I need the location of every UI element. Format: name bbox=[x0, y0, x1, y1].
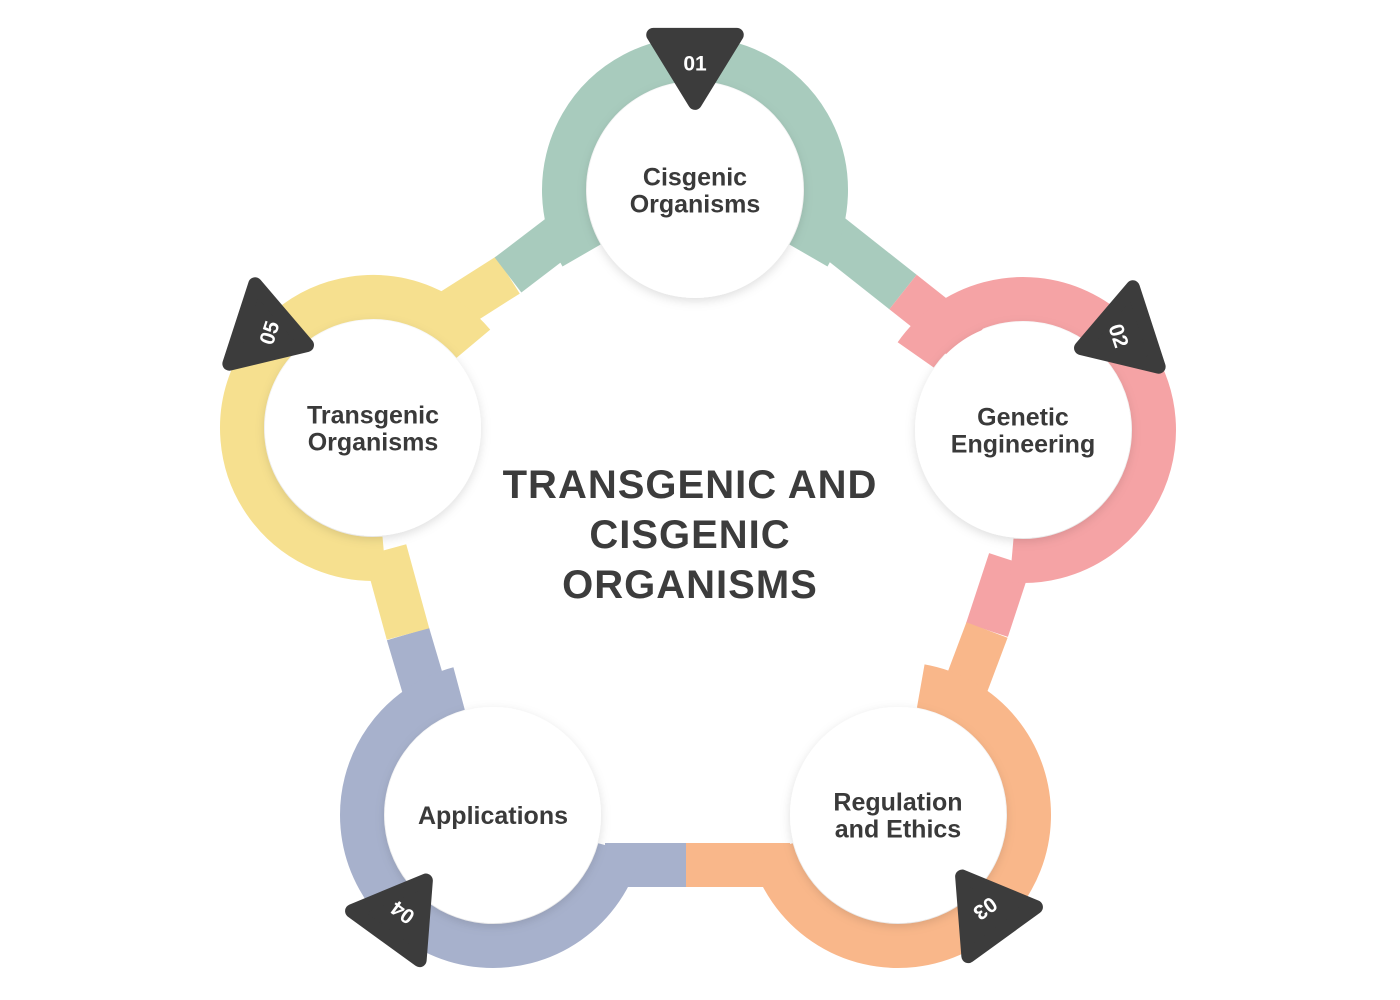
badge-shape bbox=[646, 27, 744, 110]
node-circle bbox=[385, 707, 601, 923]
badge-3: 03 bbox=[955, 869, 1043, 964]
node-label: Organisms bbox=[308, 429, 439, 457]
badge-shape bbox=[955, 869, 1043, 964]
node-label: Applications bbox=[418, 802, 568, 830]
node-circle bbox=[915, 322, 1131, 538]
node-circle bbox=[587, 82, 803, 298]
node-label: Organisms bbox=[630, 191, 761, 219]
node-label: Genetic bbox=[977, 404, 1069, 432]
badge-number: 01 bbox=[683, 53, 707, 76]
badge-shape bbox=[1074, 280, 1166, 374]
center-title: TRANSGENIC AND CISGENIC ORGANISMS bbox=[502, 463, 878, 607]
node-label: and Ethics bbox=[835, 816, 961, 844]
node-4: Applications bbox=[385, 707, 601, 923]
badge-4: 04 bbox=[345, 873, 433, 968]
node-label: Regulation bbox=[833, 789, 962, 817]
node-label: Cisgenic bbox=[643, 164, 747, 192]
badge-shape bbox=[345, 873, 433, 968]
node-label: Engineering bbox=[951, 431, 1095, 459]
badge-2: 02 bbox=[1074, 280, 1166, 374]
ring-arc-2 bbox=[897, 277, 1176, 583]
node-layer: CisgenicOrganismsGeneticEngineeringRegul… bbox=[265, 82, 1131, 923]
node-circle bbox=[790, 707, 1006, 923]
badge-shape bbox=[222, 277, 314, 371]
ring-arc-5 bbox=[220, 275, 491, 581]
node-circle bbox=[265, 320, 481, 536]
badge-1: 01 bbox=[646, 27, 744, 110]
node-label: Transgenic bbox=[307, 402, 439, 430]
badge-layer: 01 02 03 04 05 bbox=[222, 27, 1166, 968]
badge-5: 05 bbox=[222, 277, 314, 371]
